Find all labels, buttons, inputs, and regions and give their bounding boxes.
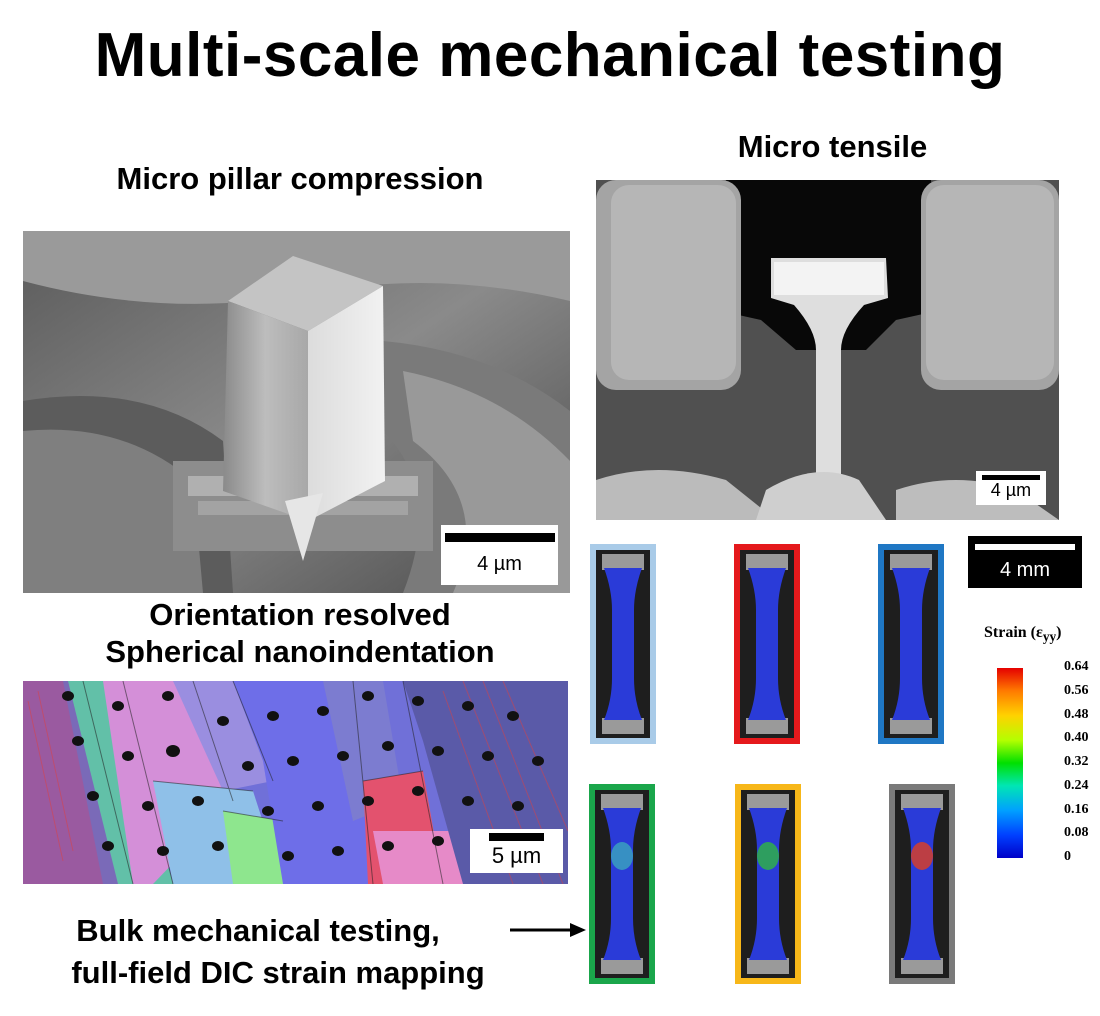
nano-scalebar-line bbox=[489, 833, 544, 841]
bulk-scalebar-label: 4 mm bbox=[1000, 559, 1050, 581]
strain-tick-label: 0.24 bbox=[1064, 777, 1089, 793]
dic-specimen-strain-field bbox=[602, 554, 644, 734]
strain-tick-label: 0.56 bbox=[1064, 682, 1089, 698]
legend-title-text: Strain (ε bbox=[984, 624, 1043, 641]
legend-title-end: ) bbox=[1056, 624, 1062, 641]
dic-specimen-6 bbox=[889, 784, 955, 984]
page-title: Multi-scale mechanical testing bbox=[94, 21, 1006, 90]
tensile-scalebar-line bbox=[982, 475, 1040, 480]
strain-tick-label: 0.40 bbox=[1064, 730, 1089, 746]
dic-specimen-4 bbox=[589, 784, 655, 984]
bulk-scalebar-line bbox=[975, 544, 1075, 550]
nano-scalebar-label: 5 µm bbox=[491, 843, 542, 868]
pillar-scalebar: 4 µm bbox=[441, 525, 558, 585]
dic-specimen-5 bbox=[735, 784, 801, 984]
ebsd-orientation-map: 5 µm bbox=[23, 681, 568, 884]
pillar-scalebar-line bbox=[444, 533, 555, 542]
dic-specimen-strain-field bbox=[746, 554, 788, 734]
dic-specimen-3 bbox=[878, 544, 944, 744]
tensile-scalebar-label: 4 µm bbox=[990, 480, 1032, 500]
bulk-heading-line2: full-field DIC strain mapping bbox=[71, 954, 485, 990]
strain-tick-label: 0.64 bbox=[1064, 659, 1089, 674]
dic-specimen-2 bbox=[734, 544, 800, 744]
nano-scalebar: 5 µm bbox=[470, 829, 563, 873]
nano-heading-line1: Orientation resolved bbox=[149, 597, 451, 632]
strain-legend-title: Strain (εyy) bbox=[984, 624, 1062, 645]
strain-colorbar bbox=[997, 668, 1023, 858]
dic-specimen-1 bbox=[590, 544, 656, 744]
dic-specimen-strain-field bbox=[890, 554, 932, 734]
pillar-sem-image: 4 µm bbox=[23, 231, 570, 593]
nano-heading-line2: Spherical nanoindentation bbox=[105, 634, 495, 670]
legend-title-subscript: yy bbox=[1042, 629, 1057, 645]
pillar-heading: Micro pillar compression bbox=[116, 161, 484, 196]
strain-tick-label: 0.08 bbox=[1064, 825, 1089, 841]
tensile-heading: Micro tensile bbox=[737, 129, 928, 164]
dic-specimen-strain-field bbox=[601, 794, 643, 974]
tensile-sem-image: 4 µm bbox=[596, 180, 1059, 520]
nano-heading: Orientation resolved Spherical nanoinden… bbox=[40, 596, 560, 670]
bulk-heading-line1: Bulk mechanical testing, bbox=[76, 913, 440, 948]
pillar-illustration bbox=[23, 231, 570, 593]
strain-tick-label: 0.48 bbox=[1064, 706, 1089, 722]
strain-tick-label: 0.32 bbox=[1064, 754, 1089, 769]
arrow-right-icon bbox=[510, 923, 586, 937]
strain-tick-label: 0 bbox=[1064, 849, 1071, 864]
tensile-illustration bbox=[596, 180, 1059, 520]
strain-tick-label: 0.16 bbox=[1064, 801, 1089, 817]
tensile-scalebar: 4 µm bbox=[976, 471, 1046, 505]
dic-specimen-strain-field bbox=[747, 794, 789, 974]
bulk-scalebar: 4 mm bbox=[968, 536, 1082, 588]
dic-specimen-strain-field bbox=[901, 794, 943, 974]
pillar-scalebar-label: 4 µm bbox=[477, 553, 522, 575]
bulk-heading: Bulk mechanical testing, full-field DIC … bbox=[18, 910, 538, 994]
